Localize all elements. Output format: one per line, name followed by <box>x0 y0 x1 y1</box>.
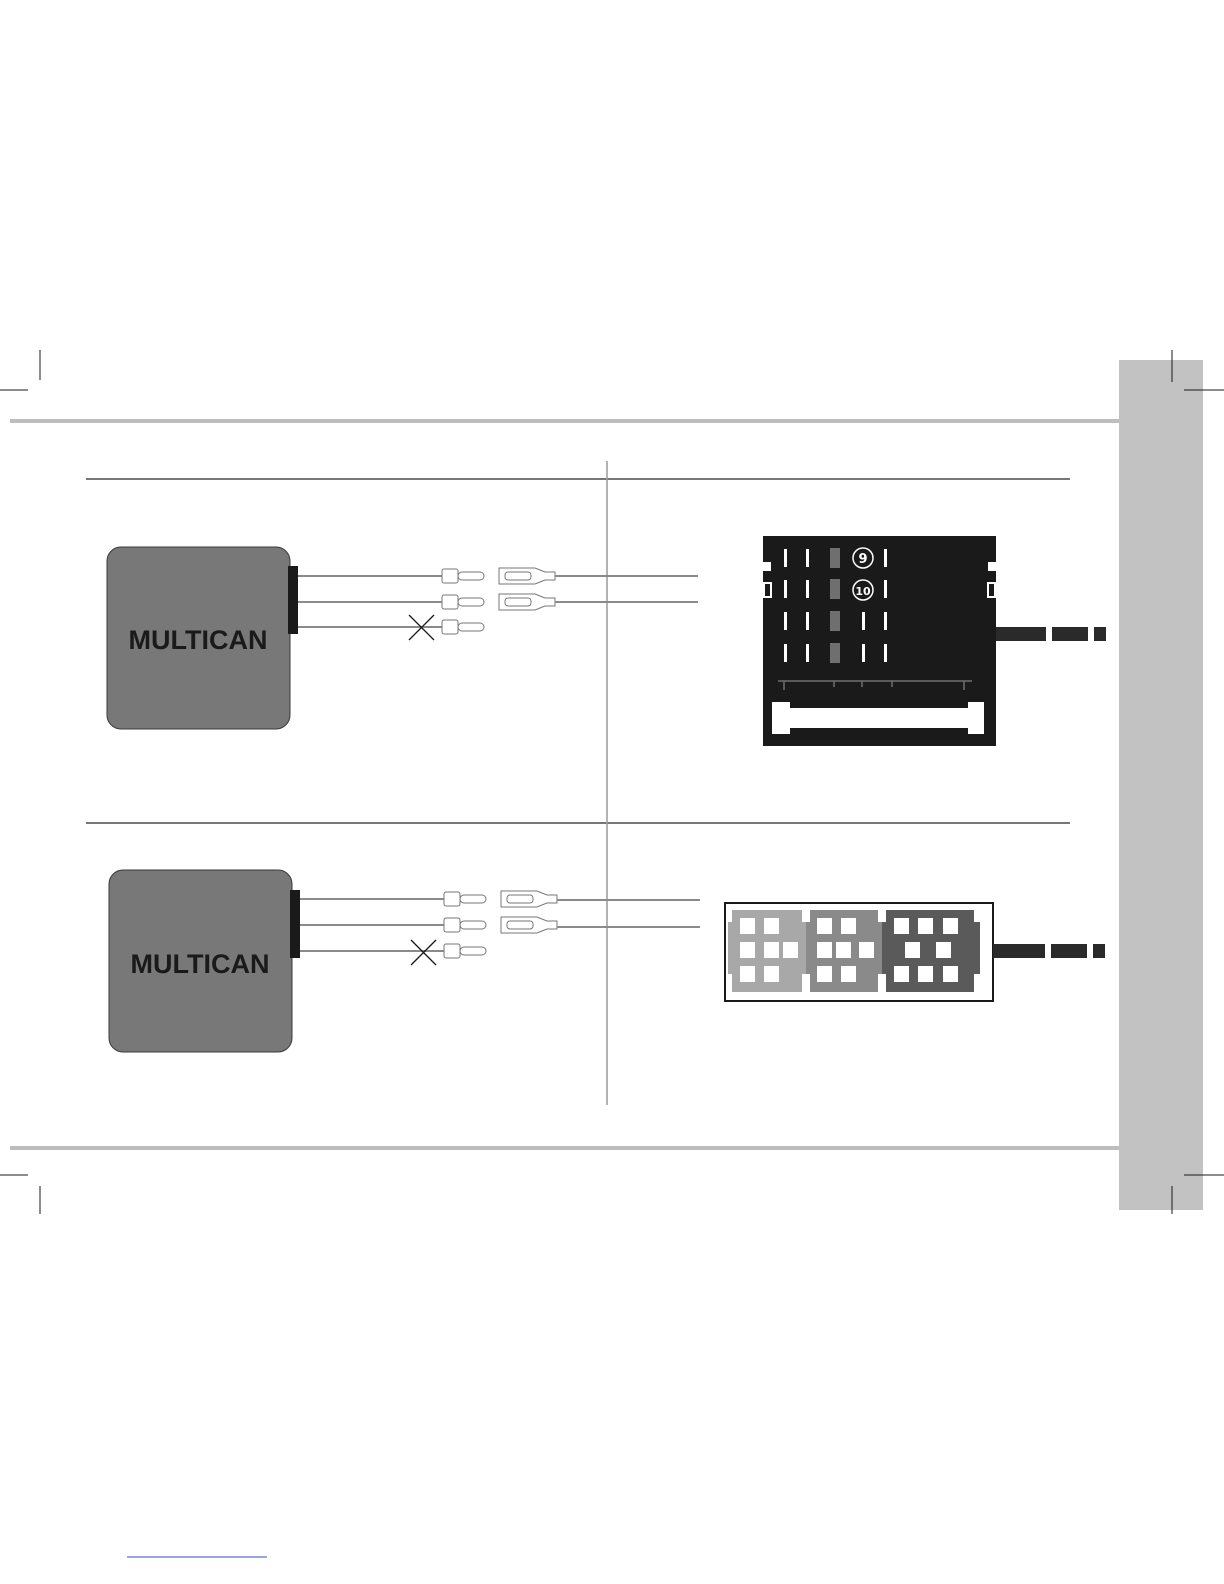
female-connector <box>499 568 555 584</box>
vehicle-connector-black: 9 10 <box>763 536 996 746</box>
svg-text:9: 9 <box>858 552 867 567</box>
cross-icon <box>411 940 436 965</box>
side-tab <box>1119 360 1203 1210</box>
vehicle-cable <box>993 944 1105 958</box>
module-wires <box>298 576 442 627</box>
pin-badge-10: 10 <box>853 580 873 600</box>
module-port <box>288 566 298 634</box>
male-connector <box>442 620 484 634</box>
male-connector <box>444 918 486 932</box>
female-connector <box>499 594 555 610</box>
pin-badge-9: 9 <box>853 548 873 568</box>
vehicle-cable <box>996 627 1106 641</box>
male-connector <box>444 892 486 906</box>
female-connector <box>501 891 557 907</box>
male-connector <box>444 944 486 958</box>
module-label: MULTICAN <box>129 625 268 655</box>
male-connector <box>442 595 484 609</box>
module-wires <box>300 899 444 951</box>
vehicle-wires <box>555 576 698 602</box>
male-connector <box>442 569 484 583</box>
module-label: MULTICAN <box>131 949 270 979</box>
vehicle-connector-quadlock <box>725 903 993 1001</box>
vehicle-wires <box>557 900 700 927</box>
svg-text:10: 10 <box>855 585 871 598</box>
female-connector <box>501 917 557 933</box>
module-port <box>290 890 300 958</box>
